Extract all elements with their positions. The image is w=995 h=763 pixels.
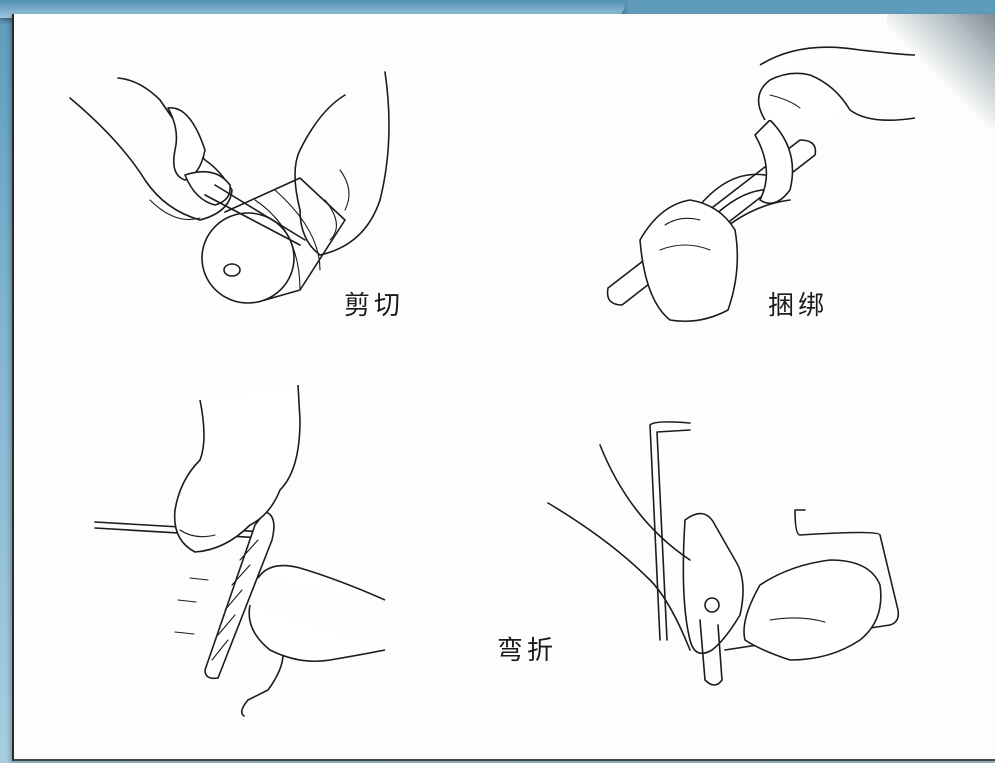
binding-illustration (608, 47, 915, 321)
scissors-cutting-illustration (70, 72, 389, 303)
lower-hand (249, 566, 385, 662)
left-arm (548, 445, 690, 650)
pliers-bending-illustration (548, 422, 898, 685)
right-hand (295, 72, 389, 255)
pliers (683, 514, 743, 654)
hand-bending-illustration (95, 385, 385, 716)
label-bind: 捆绑 (768, 285, 828, 322)
upper-hand (175, 385, 300, 552)
roll-end (202, 213, 294, 303)
label-cut: 剪切 (344, 285, 404, 322)
label-bend: 弯折 (497, 630, 557, 667)
top-hand (759, 47, 915, 120)
motion-lines (175, 578, 208, 634)
scissors-handle (168, 108, 205, 180)
right-hand-pliers (744, 560, 881, 660)
